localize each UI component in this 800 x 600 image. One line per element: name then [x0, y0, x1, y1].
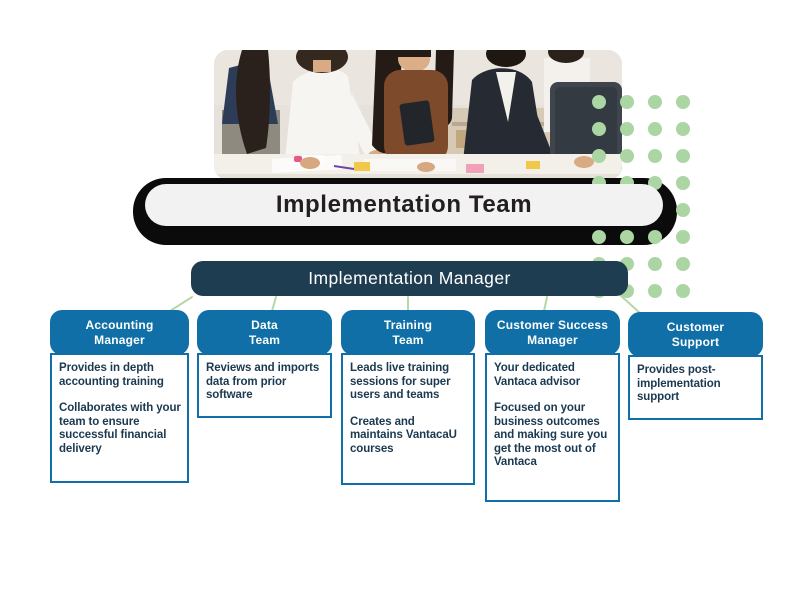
team-box-paragraph: Reviews and imports data from prior soft… — [206, 362, 320, 401]
team-box-paragraph: Provides in depth accounting training — [59, 362, 164, 388]
team-box-body: Provides post-implementation support — [628, 355, 763, 420]
team-box-training-team: Training Team Leads live training sessio… — [341, 310, 475, 485]
team-box-paragraph: Provides post-implementation support — [637, 364, 721, 403]
team-box-header: Training Team — [341, 310, 475, 355]
team-collaboration-photo — [214, 50, 622, 180]
team-box-customer-success-manager: Customer Success Manager Your dedicated … — [485, 310, 620, 502]
team-box-paragraph: Focused on your business outcomes and ma… — [494, 402, 608, 468]
team-box-customer-support: Customer Support Provides post-implement… — [628, 312, 763, 420]
team-box-title-line2: Team — [248, 332, 281, 347]
team-box-header: Customer Support — [628, 312, 763, 357]
page-title: Implementation Team — [275, 191, 533, 218]
team-box-header: Accounting Manager — [50, 310, 189, 355]
team-box-title-line1: Training — [383, 317, 433, 332]
team-box-body: Leads live training sessions for super u… — [341, 353, 475, 485]
team-box-accounting-manager: Accounting Manager Provides in depth acc… — [50, 310, 189, 483]
implementation-manager-label: Implementation Manager — [308, 268, 511, 288]
team-box-paragraph: Collaborates with your team to ensure su… — [59, 402, 181, 455]
team-box-title-line1: Accounting — [85, 317, 154, 332]
title-banner: Implementation Team — [145, 184, 663, 226]
team-box-title-line2: Manager — [527, 332, 578, 347]
team-box-title-line2: Manager — [94, 332, 145, 347]
team-box-body: Your dedicated Vantaca advisor Focused o… — [485, 353, 620, 502]
team-box-data-team: Data Team Reviews and imports data from … — [197, 310, 332, 418]
implementation-manager-bar: Implementation Manager — [191, 261, 628, 296]
team-box-body: Provides in depth accounting training Co… — [50, 353, 189, 483]
team-box-paragraph: Creates and maintains VantacaU courses — [350, 415, 457, 455]
team-box-header: Customer Success Manager — [485, 310, 620, 355]
team-box-header: Data Team — [197, 310, 332, 355]
team-box-paragraph: Your dedicated Vantaca advisor — [494, 362, 581, 388]
team-box-body: Reviews and imports data from prior soft… — [197, 353, 332, 418]
team-box-title-line1: Customer — [666, 319, 725, 334]
team-box-title-line2: Team — [392, 332, 424, 347]
team-box-paragraph: Leads live training sessions for super u… — [350, 362, 451, 401]
team-photo-illustration — [214, 50, 622, 180]
team-box-title-line2: Support — [671, 334, 720, 349]
team-box-title-line1: Customer Success — [496, 317, 609, 332]
team-box-title-line1: Data — [251, 317, 278, 332]
